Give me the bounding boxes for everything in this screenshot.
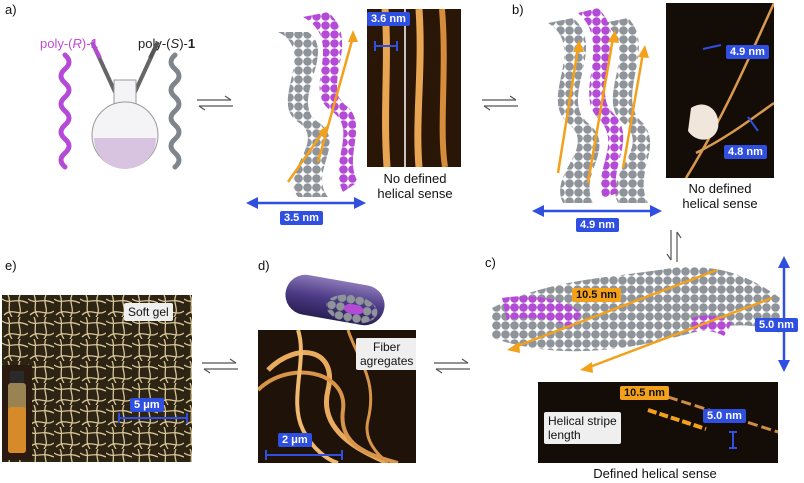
double-helix-model-a <box>278 12 358 197</box>
panel-a-letter: a) <box>5 2 17 17</box>
caption-a: No defined helical sense <box>365 171 465 201</box>
gel-network-e <box>2 295 192 462</box>
caption-b: No defined helical sense <box>660 181 780 211</box>
equilibrium-arrow-1 <box>197 95 233 111</box>
afm-height-tag-c: 5.0 nm <box>703 409 746 423</box>
afm-label-c-line1: Helical stripe <box>548 414 617 428</box>
afm-image-a: 3.6 nm <box>367 9 461 167</box>
equilibrium-arrow-3 <box>666 230 682 262</box>
caption-a-line1: No defined <box>383 171 447 186</box>
equilibrium-arrow-2 <box>482 95 518 111</box>
fiber-capsule-model <box>285 274 385 326</box>
afm-scale-c <box>729 431 737 449</box>
panel-e-letter: e) <box>5 258 17 273</box>
caption-b-line1: No defined <box>688 181 752 196</box>
width-tag-a: 3.5 nm <box>280 211 323 225</box>
equilibrium-arrow-5 <box>202 358 238 374</box>
poly-r-suffix: )- <box>81 36 91 51</box>
poly-s-number: 1 <box>187 36 196 51</box>
width-arrow-a <box>246 197 366 209</box>
afm-image-c: 10.5 nm 5.0 nm Helical stripe length <box>538 382 778 463</box>
sem-image-e: Soft gel 5 μm <box>2 295 192 462</box>
height-tag-c: 5.0 nm <box>755 318 798 332</box>
afm-tag-a: 3.6 nm <box>367 12 410 26</box>
vial-photo-inset <box>2 365 32 460</box>
caption-c: Defined helical sense <box>593 466 717 481</box>
afm-image-d: Fiber agregates 2 μm <box>258 330 416 463</box>
caption-b-line2: helical sense <box>682 196 758 211</box>
sem-scale-tag-e: 5 μm <box>130 398 164 412</box>
afm-scale-tag-d: 2 μm <box>278 433 312 447</box>
panel-d-letter: d) <box>258 258 270 273</box>
width-arrow-b <box>532 205 662 217</box>
height-arrow-c <box>778 256 790 372</box>
afm-scale-d <box>265 450 343 460</box>
flask-icon <box>90 41 160 169</box>
afm-scale-b-bottom <box>747 116 759 132</box>
poly-r-letter: R <box>72 36 82 51</box>
poly-s-letter: S <box>170 36 180 51</box>
poly-s-suffix: )- <box>179 36 188 51</box>
afm-label-c: Helical stripe length <box>544 412 621 444</box>
afm-label-c-line2: length <box>548 428 581 442</box>
poly-s-prefix: poly-( <box>138 36 171 51</box>
afm-tag-b-bottom: 4.8 nm <box>724 145 767 159</box>
sem-scale-e <box>118 413 188 423</box>
grey-helix-strand <box>168 52 182 170</box>
afm-label-d-line2: agregates <box>360 354 414 368</box>
equilibrium-arrow-4 <box>434 358 470 374</box>
afm-label-d-line1: Fiber <box>373 340 401 354</box>
afm-scale-b-top <box>702 44 722 50</box>
stripe-tag-c: 10.5 nm <box>572 288 621 302</box>
vial-icon <box>8 371 26 453</box>
afm-label-d: Fiber agregates <box>356 338 416 370</box>
purple-helix-strand <box>58 52 72 170</box>
superhelix-model-c <box>492 267 780 373</box>
poly-s-label: poly-(S)-1 <box>138 36 195 51</box>
afm-scale-a <box>374 41 398 51</box>
afm-fibers-b <box>684 3 774 178</box>
width-tag-b: 4.9 nm <box>576 218 619 232</box>
caption-a-line2: helical sense <box>377 186 453 201</box>
panel-c-letter: c) <box>485 255 496 270</box>
poly-r-prefix: poly-( <box>40 36 73 51</box>
quadruple-helix-model-b <box>548 8 651 203</box>
panel-b-letter: b) <box>512 2 524 17</box>
gel-label-e: Soft gel <box>124 303 173 321</box>
afm-image-b: 4.9 nm 4.8 nm <box>666 3 774 178</box>
afm-stripe-tag-c: 10.5 nm <box>620 386 669 400</box>
afm-fibers-a <box>381 9 448 167</box>
afm-tag-b-top: 4.9 nm <box>726 45 769 59</box>
